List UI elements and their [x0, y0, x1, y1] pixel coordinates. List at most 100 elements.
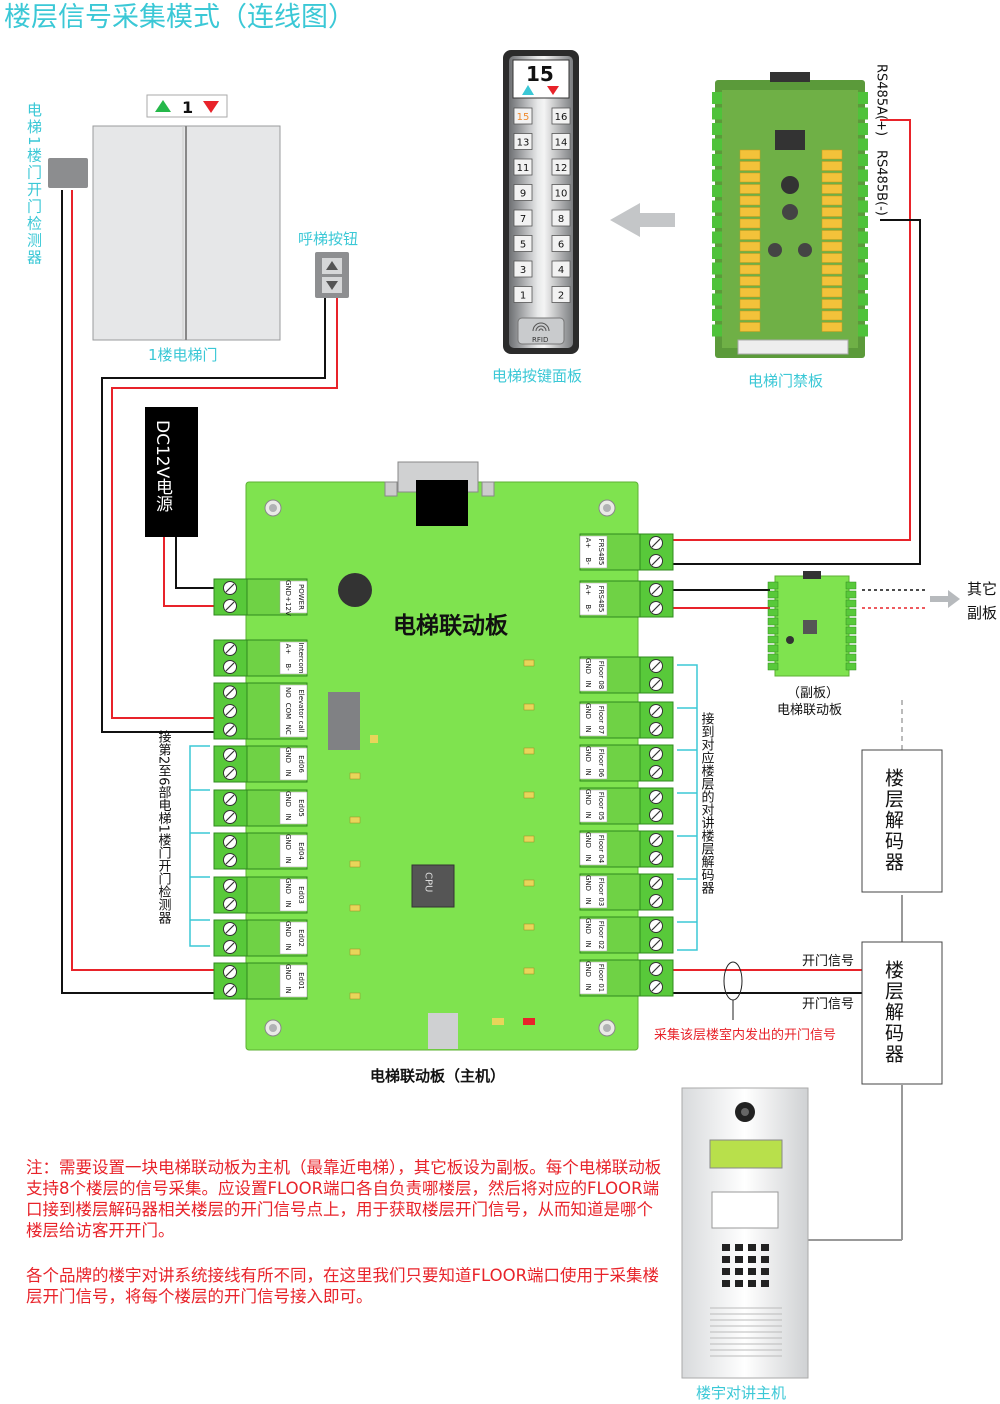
panel-label: 电梯按键面板 [492, 367, 582, 385]
call-button-label: 呼梯按钮 [298, 230, 358, 248]
arrow-left-icon [610, 203, 675, 237]
panel-key [551, 209, 571, 227]
port-name: Ed06 [297, 755, 305, 773]
panel-display-number: 15 [526, 62, 554, 86]
panel-key-label: 11 [517, 163, 530, 174]
floor-decoder-1 [861, 749, 943, 893]
door-detector [48, 158, 88, 188]
sub-board [767, 571, 857, 677]
port-name: Floor 08 [597, 661, 605, 690]
access-board-label: 电梯门禁板 [748, 372, 823, 390]
panel-key [551, 158, 571, 176]
port-name: Floor 06 [597, 749, 605, 778]
pin-label: NO [284, 687, 292, 698]
pin-label: GND [584, 875, 592, 891]
panel-key [551, 260, 571, 278]
intercom-host-label: 楼宇对讲主机 [696, 1384, 786, 1402]
panel-key-label: 15 [517, 112, 530, 123]
main-board-title: 电梯联动板 [393, 612, 509, 639]
up-arrow-icon [155, 100, 171, 112]
pin-label: IN [284, 769, 292, 776]
panel-key-label: 14 [555, 138, 568, 149]
other-sub-lines [862, 589, 960, 609]
panel-key [513, 286, 533, 303]
capture-note: 采集该层楼室内发出的开门信号 [654, 1027, 836, 1043]
panel-key-label: 2 [558, 291, 564, 302]
rs485b-label: RS485B(-) [874, 150, 889, 216]
panel-down-icon [547, 86, 559, 95]
pin-label: GND [284, 834, 292, 850]
left-bracket [189, 745, 210, 947]
panel-key [513, 209, 533, 227]
pin-label: +12V [284, 596, 292, 616]
port-name: Ed03 [297, 886, 305, 904]
port-name: Ed04 [297, 842, 305, 860]
panel-key-label: 8 [558, 214, 564, 225]
pin-label: NC [284, 725, 292, 735]
floor-door-label: 1楼电梯门 [148, 346, 218, 364]
panel-key [551, 133, 571, 150]
panel-key-label: 10 [555, 189, 568, 200]
pin-label: GND [284, 791, 292, 807]
pin-label: A+ [584, 585, 592, 596]
access-control-board [712, 72, 868, 358]
panel-key-label: 16 [555, 112, 568, 123]
port-name: Floor 01 [597, 964, 605, 993]
pin-label: GND [284, 580, 292, 596]
pin-label: IN [584, 725, 592, 732]
open-signal-label-1: 开门信号 [802, 954, 854, 969]
pin-label: IN [584, 854, 592, 861]
note-1: 注：需要设置一块电梯联动板为主机（最靠近电梯），其它板设为副板。每个电梯联动板支… [26, 1158, 662, 1240]
pin-label: GND [284, 747, 292, 763]
port-name: Elevator call [297, 689, 305, 732]
panel-key-label: 13 [517, 138, 530, 149]
sub-board-label-2: 电梯联动板 [777, 703, 842, 718]
pin-label: IN [584, 940, 592, 947]
panel-key-label: 5 [520, 240, 526, 251]
main-board-caption: 电梯联动板（主机） [370, 1067, 505, 1085]
panel-key [513, 158, 533, 176]
pin-label: A+ [584, 538, 592, 549]
port-name: Floor 05 [597, 792, 605, 821]
panel-key [513, 133, 533, 150]
panel-key [513, 184, 533, 201]
pin-label: GND [584, 703, 592, 719]
panel-key [513, 235, 533, 252]
psu-label: DC12V电源 [152, 420, 173, 513]
panel-key [551, 107, 571, 125]
panel-key-label: 9 [520, 189, 526, 200]
wires [61, 119, 921, 1241]
pin-label: GND [584, 746, 592, 762]
cpu-label: CPU [423, 872, 434, 892]
decoder-label-2: 楼层解码器 [882, 960, 904, 1065]
arrow-right-icon [930, 590, 960, 608]
pin-label: B- [584, 557, 592, 565]
other-sub-label: 其它 [967, 580, 997, 598]
port-name: Floor 07 [597, 706, 605, 735]
call-button [315, 252, 349, 298]
other-sub-label-2: 副板 [967, 604, 997, 622]
port-name: Ed01 [297, 972, 305, 990]
pin-label: IN [284, 900, 292, 907]
pin-label: IN [584, 897, 592, 904]
intercom-host [681, 1087, 809, 1379]
pin-label: IN [284, 856, 292, 863]
note-2: 各个品牌的楼宇对讲系统接线有所不同，在这里我们只要知道FLOOR端口使用于采集楼… [26, 1266, 660, 1306]
elevator-door: 1 [92, 94, 281, 341]
panel-key-label: 12 [555, 163, 568, 174]
floor-decoder-2 [861, 941, 943, 1085]
port-name: FRS485 [597, 539, 605, 566]
pin-label: GND [584, 789, 592, 805]
port-name: Floor 03 [597, 878, 605, 907]
pin-label: GND [584, 918, 592, 934]
rs485a-label: RS485A(+) [874, 64, 889, 136]
pin-label: IN [584, 983, 592, 990]
pin-label: B- [584, 604, 592, 612]
panel-key [551, 184, 571, 201]
panel-up-icon [522, 85, 534, 95]
panel-key [551, 235, 571, 252]
pin-label: GND [584, 832, 592, 848]
